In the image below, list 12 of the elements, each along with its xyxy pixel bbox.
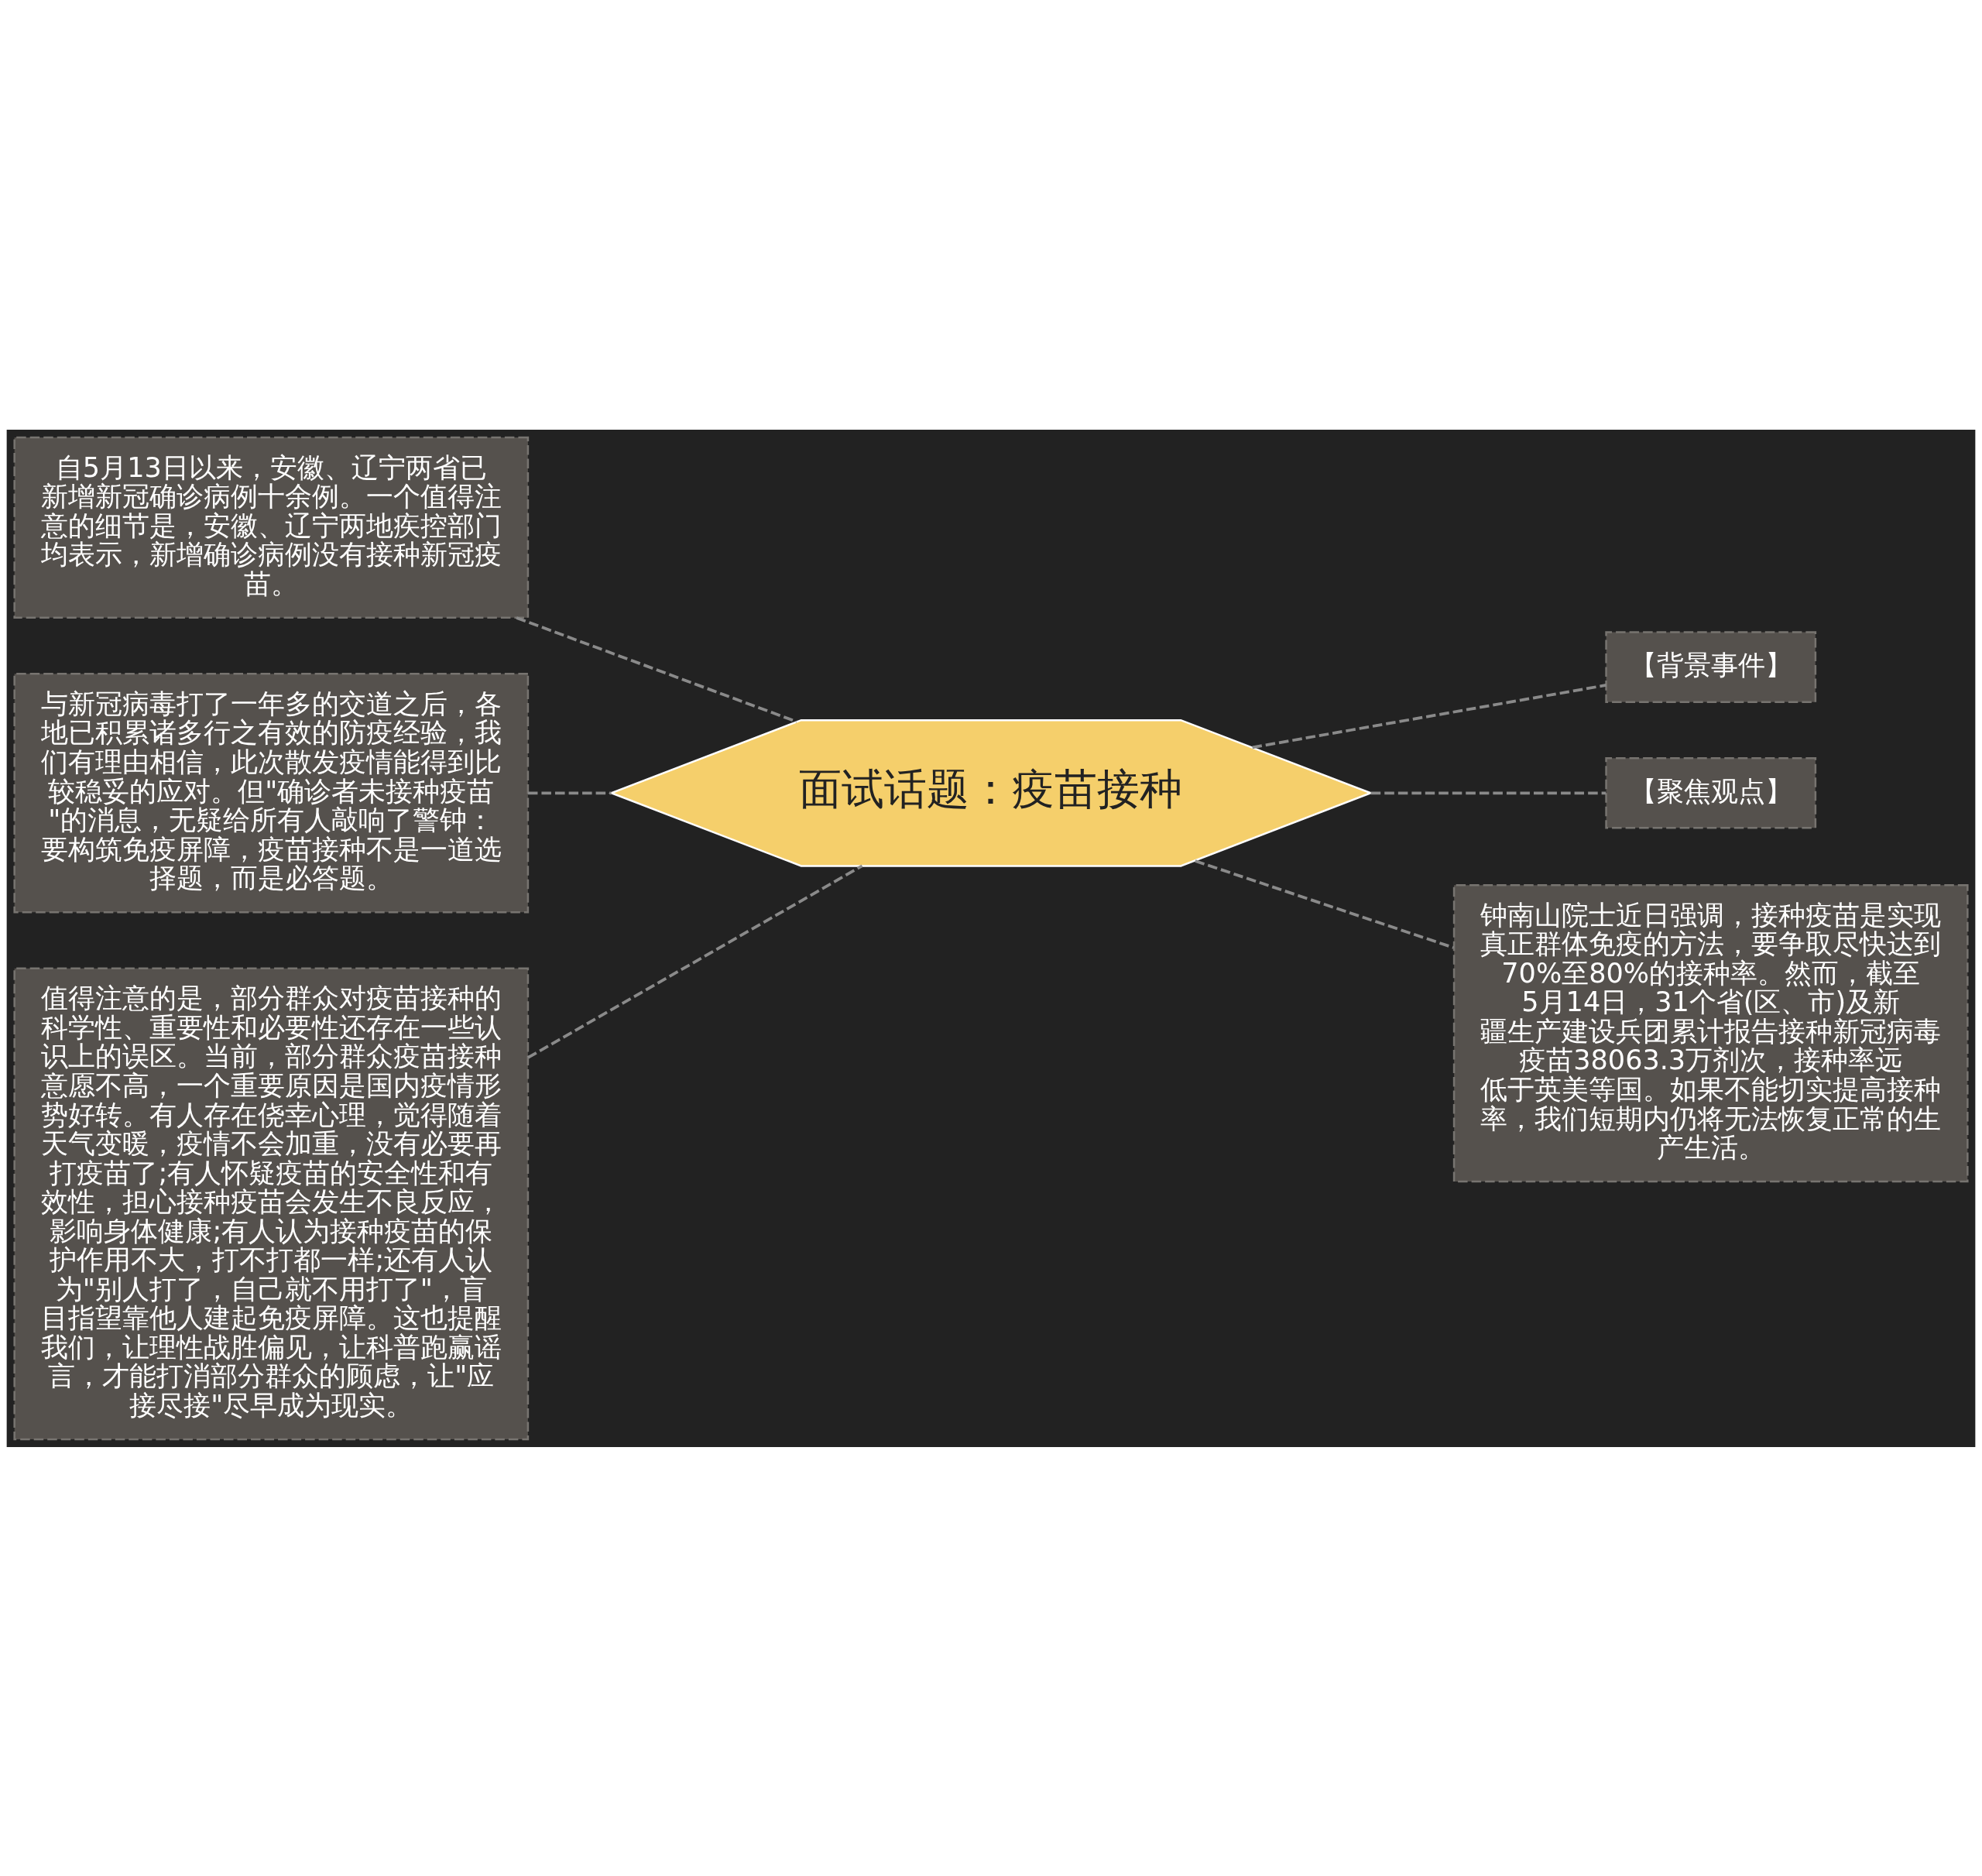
connector [528, 791, 612, 794]
connector [527, 864, 863, 1059]
node-box: 值得注意的是，部分群众对疫苗接种的科学性、重要性和必要性还存在一些认识上的误区。当前，部分群众疫苗接种意愿不高，一个重要原因是国内疫情形势好转。有人存在侥幸心理，觉得随着天气变暖，疫情不会加重，没有必要再打疫苗了;有人怀疑疫苗的安全性和有效性，担心接种疫苗会发生不良反应，影响身体健康;有人认为接种疫苗的保护作用不大，打不打都一样;还有人认为"别人打了，自己就不用打了"，盲目指望靠他人建起免疫屏障。这也提醒我们，让理性战胜偏见，让科普跑赢谣言，才能打消部分群众的顾虑，让"应接尽接"尽早成为现实。 [13, 967, 530, 1440]
connector [1252, 683, 1607, 749]
connector [516, 616, 797, 723]
connector [1370, 791, 1607, 794]
node-box: 【聚焦观点】 [1605, 756, 1817, 829]
node-box: 钟南山院士近日强调，接种疫苗是实现真正群体免疫的方法，要争取尽快达到70%至80%的接种率。然而，截至5月14日，31个省(区、市)及新疆生产建设兵团累计报告接种新冠病毒疫苗38063.3万剂次，接种率远低于英美等国。如果不能切实提高接种率，我们短期内仍将无法恢复正常的生产生活。 [1452, 883, 1969, 1182]
node-box: 【背景事件】 [1605, 630, 1817, 703]
connector [1195, 859, 1454, 949]
node-box: 自5月13日以来，安徽、辽宁两省已新增新冠确诊病例十余例。一个值得注意的细节是，安徽、辽宁两地疾控部门均表示，新增确诊病例没有接种新冠疫苗。 [13, 436, 530, 619]
node-box: 与新冠病毒打了一年多的交道之后，各地已积累诸多行之有效的防疫经验，我们有理由相信，此次散发疫情能得到比较稳妥的应对。但"确诊者未接种疫苗"的消息，无疑给所有人敲响了警钟：要构筑免疫屏障，疫苗接种不是一道选择题，而是必答题。 [13, 672, 530, 913]
